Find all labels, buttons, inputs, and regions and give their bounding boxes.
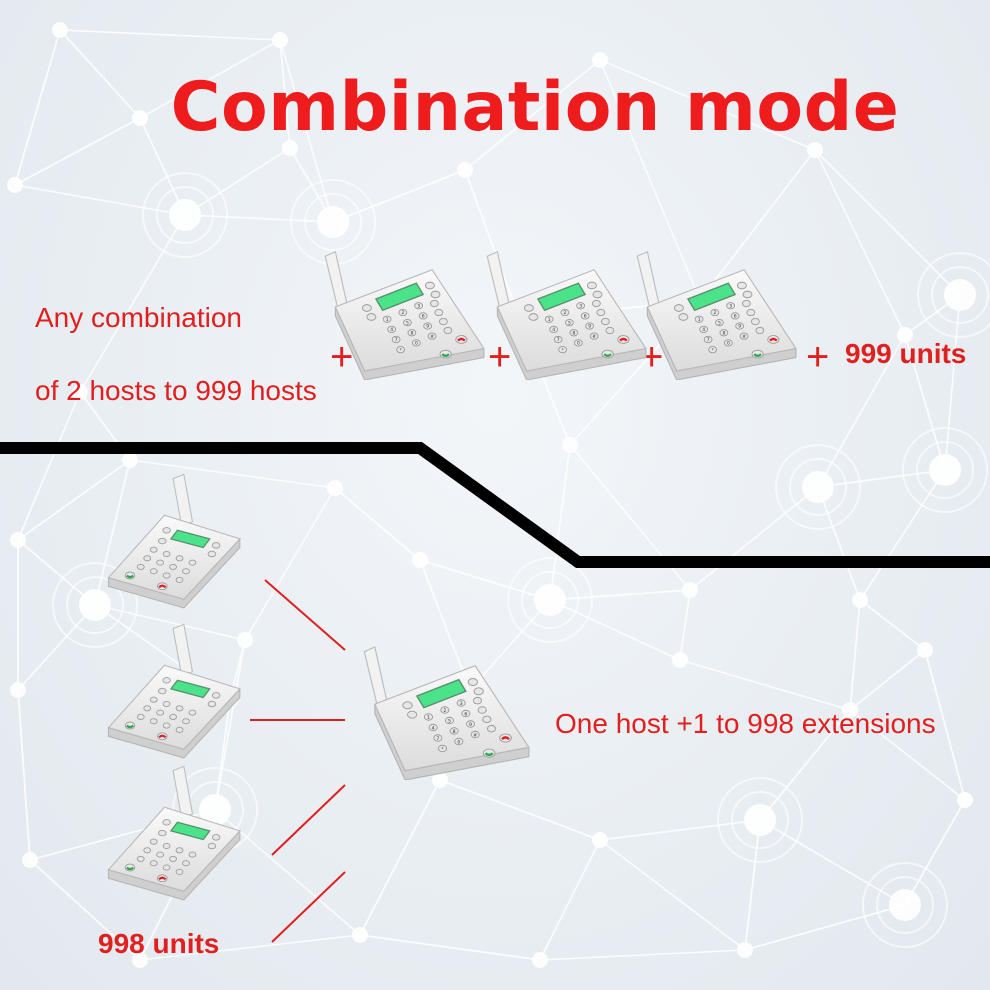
combination-caption-line2: of 2 hosts to 999 hosts [35, 375, 317, 406]
host-extensions-caption: One host +1 to 998 extensions [555, 708, 936, 739]
units-999-label: 999 units [845, 338, 967, 369]
plus-sign-1: + [330, 335, 354, 379]
page-title: Combination mode [170, 68, 900, 147]
combination-caption-line1: Any combination [35, 302, 243, 333]
plus-sign-2: + [488, 335, 512, 379]
plus-sign-3: + [640, 335, 664, 379]
plus-sign-4: + [806, 335, 830, 379]
units-998-label: 998 units [98, 928, 220, 959]
